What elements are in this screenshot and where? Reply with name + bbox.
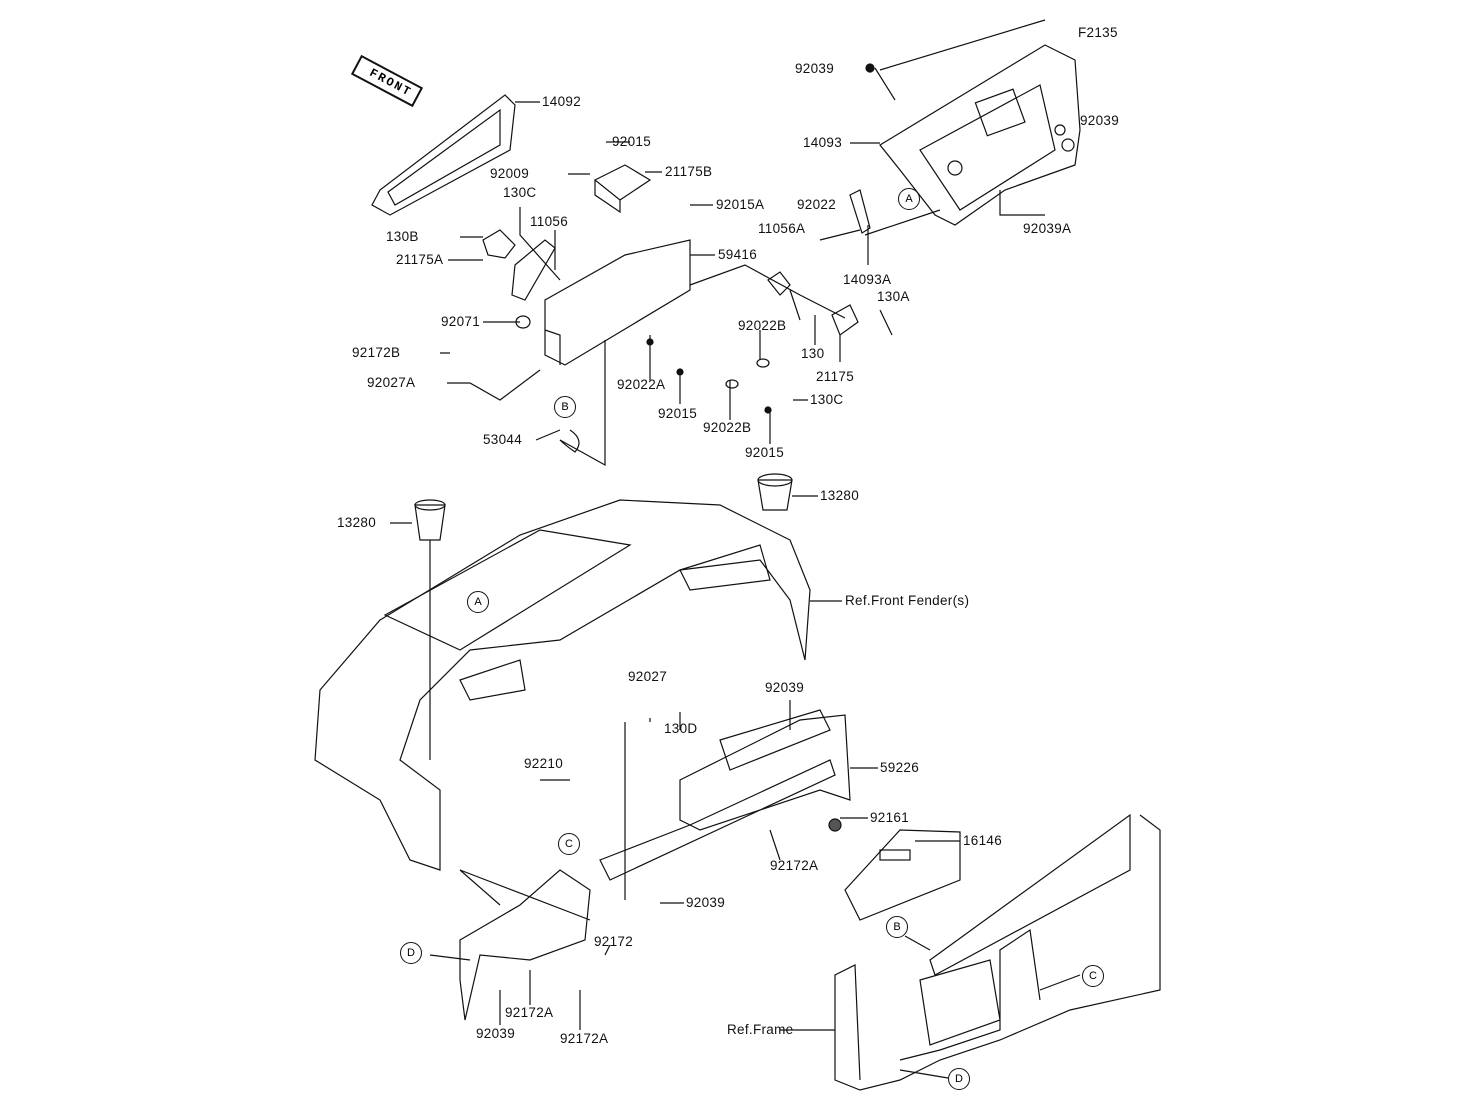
part-label: 13280 <box>337 515 377 530</box>
part-label: 92022B <box>703 420 752 435</box>
part-label: 92015A <box>716 197 765 212</box>
part-label: 11056A <box>758 221 806 236</box>
part-label: 92039A <box>1023 221 1072 236</box>
part-label: 92022A <box>617 377 666 392</box>
part-label: 92172A <box>770 858 819 873</box>
part-label: 130A <box>877 289 910 304</box>
part-label: 92161 <box>870 810 910 825</box>
part-label: 92039 <box>476 1026 516 1041</box>
callout-circle: C <box>558 833 580 855</box>
callout-circle: D <box>948 1068 970 1090</box>
part-label: 92015 <box>612 134 652 149</box>
part-label: 92015 <box>658 406 698 421</box>
callout-circle: D <box>400 942 422 964</box>
part-label: 92210 <box>524 756 564 771</box>
callout-circle: C <box>1082 965 1104 987</box>
part-label: 14093A <box>843 272 892 287</box>
part-label: 92022 <box>797 197 837 212</box>
part-label: 59416 <box>718 247 758 262</box>
callout-circle: B <box>554 396 576 418</box>
part-label: 130C <box>810 392 844 407</box>
part-label: 59226 <box>880 760 920 775</box>
part-label: 14092 <box>542 94 582 109</box>
part-label: 92027 <box>628 669 668 684</box>
part-label: 92172 <box>594 934 634 949</box>
part-label: 92015 <box>745 445 785 460</box>
part-label: 21175A <box>396 252 444 267</box>
part-label: 130D <box>664 721 698 736</box>
part-label: 11056 <box>530 214 569 229</box>
callout-circle: B <box>886 916 908 938</box>
part-label: 92071 <box>441 314 481 329</box>
part-label: 14093 <box>803 135 843 150</box>
reference-label: Ref.Front Fender(s) <box>845 593 970 608</box>
part-label: 92039 <box>1080 113 1120 128</box>
part-label: 13280 <box>820 488 860 503</box>
part-label: 92039 <box>795 61 835 76</box>
part-label: 130 <box>801 346 825 361</box>
part-label: 21175B <box>665 164 713 179</box>
part-label: 92172B <box>352 345 401 360</box>
part-label: 92172A <box>505 1005 554 1020</box>
part-label: 92039 <box>686 895 726 910</box>
part-label: 16146 <box>963 833 1003 848</box>
part-label: 92027A <box>367 375 416 390</box>
part-label: 92039 <box>765 680 805 695</box>
callout-circle: A <box>467 591 489 613</box>
part-label: 130B <box>386 229 419 244</box>
part-label: 130C <box>503 185 537 200</box>
reference-label: Ref.Frame <box>727 1022 794 1037</box>
part-label: 92022B <box>738 318 787 333</box>
diagram-code: F2135 <box>1078 25 1118 40</box>
part-label: 92172A <box>560 1031 609 1046</box>
callout-circle: A <box>898 188 920 210</box>
part-label: 53044 <box>483 432 523 447</box>
part-label: 21175 <box>816 369 855 384</box>
part-label: 92009 <box>490 166 530 181</box>
